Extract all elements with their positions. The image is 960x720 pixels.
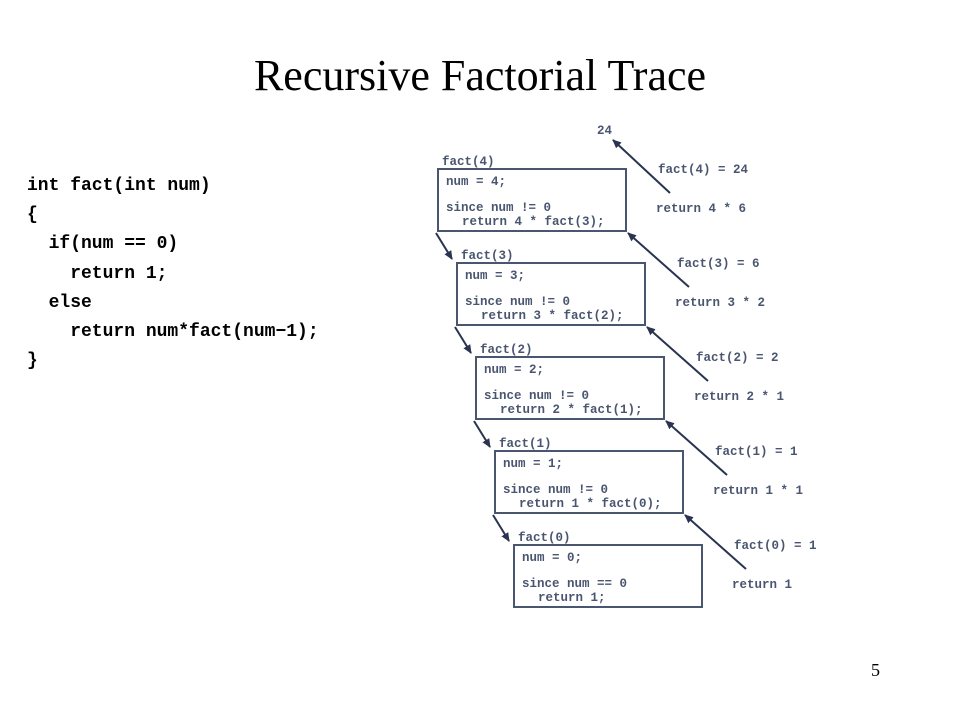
- return-expression-label: return 4 * 6: [656, 202, 746, 216]
- code-line: }: [27, 351, 38, 372]
- frame-line: since num != 0: [484, 389, 589, 403]
- result-label: 24: [597, 124, 613, 138]
- call-arrow: [454, 326, 472, 354]
- frame-line: since num != 0: [446, 201, 551, 215]
- frame-line: return 1;: [538, 591, 606, 605]
- return-value-label: fact(3) = 6: [677, 257, 760, 271]
- code-line: {: [27, 205, 38, 226]
- call-arrow: [492, 514, 510, 542]
- frame-line: return 4 * fact(3);: [462, 215, 605, 229]
- return-value-label: fact(1) = 1: [715, 445, 798, 459]
- frame-box: [475, 356, 665, 420]
- return-value-label: fact(2) = 2: [696, 351, 779, 365]
- return-arrow: [665, 420, 728, 476]
- frame-box: [456, 262, 646, 326]
- frame-header: fact(2): [480, 343, 533, 357]
- return-value-label: fact(4) = 24: [658, 163, 749, 177]
- frame-box: [494, 450, 684, 514]
- frame-line: num = 0;: [522, 551, 582, 565]
- code-block: int fact(int num) { if(num == 0) return …: [27, 172, 319, 376]
- frame-box: [437, 168, 627, 232]
- return-expression-label: return 1 * 1: [713, 484, 803, 498]
- frame-line: num = 2;: [484, 363, 544, 377]
- code-line: else: [27, 292, 92, 313]
- return-arrow: [684, 514, 747, 570]
- return-arrow: [612, 139, 671, 194]
- frame-line: return 2 * fact(1);: [500, 403, 643, 417]
- frame-line: since num != 0: [465, 295, 570, 309]
- frame-line: num = 3;: [465, 269, 525, 283]
- frame-line: since num == 0: [522, 577, 627, 591]
- code-line: if(num == 0): [27, 234, 179, 255]
- page-number: 5: [871, 660, 880, 680]
- return-expression-label: return 2 * 1: [694, 390, 784, 404]
- return-arrow: [627, 232, 690, 288]
- frame-header: fact(1): [499, 437, 552, 451]
- return-expression-label: return 3 * 2: [675, 296, 765, 310]
- call-arrow: [435, 232, 453, 260]
- code-line: return 1;: [27, 263, 168, 284]
- frame-header: fact(4): [442, 155, 495, 169]
- frame-line: num = 4;: [446, 175, 506, 189]
- return-value-label: fact(0) = 1: [734, 539, 817, 553]
- slide-title: Recursive Factorial Trace: [253, 51, 707, 100]
- code-line: return num*fact(num−1);: [27, 321, 319, 342]
- return-arrow: [646, 326, 709, 382]
- frame-box: [513, 544, 703, 608]
- frame-line: return 3 * fact(2);: [481, 309, 624, 323]
- return-expression-label: return 1: [732, 578, 792, 592]
- frame-line: since num != 0: [503, 483, 608, 497]
- frame-header: fact(3): [461, 249, 514, 263]
- code-line: int fact(int num): [27, 176, 211, 196]
- call-arrow: [473, 420, 491, 448]
- frame-line: return 1 * fact(0);: [519, 497, 662, 511]
- frame-line: num = 1;: [503, 457, 563, 471]
- frame-header: fact(0): [518, 531, 571, 545]
